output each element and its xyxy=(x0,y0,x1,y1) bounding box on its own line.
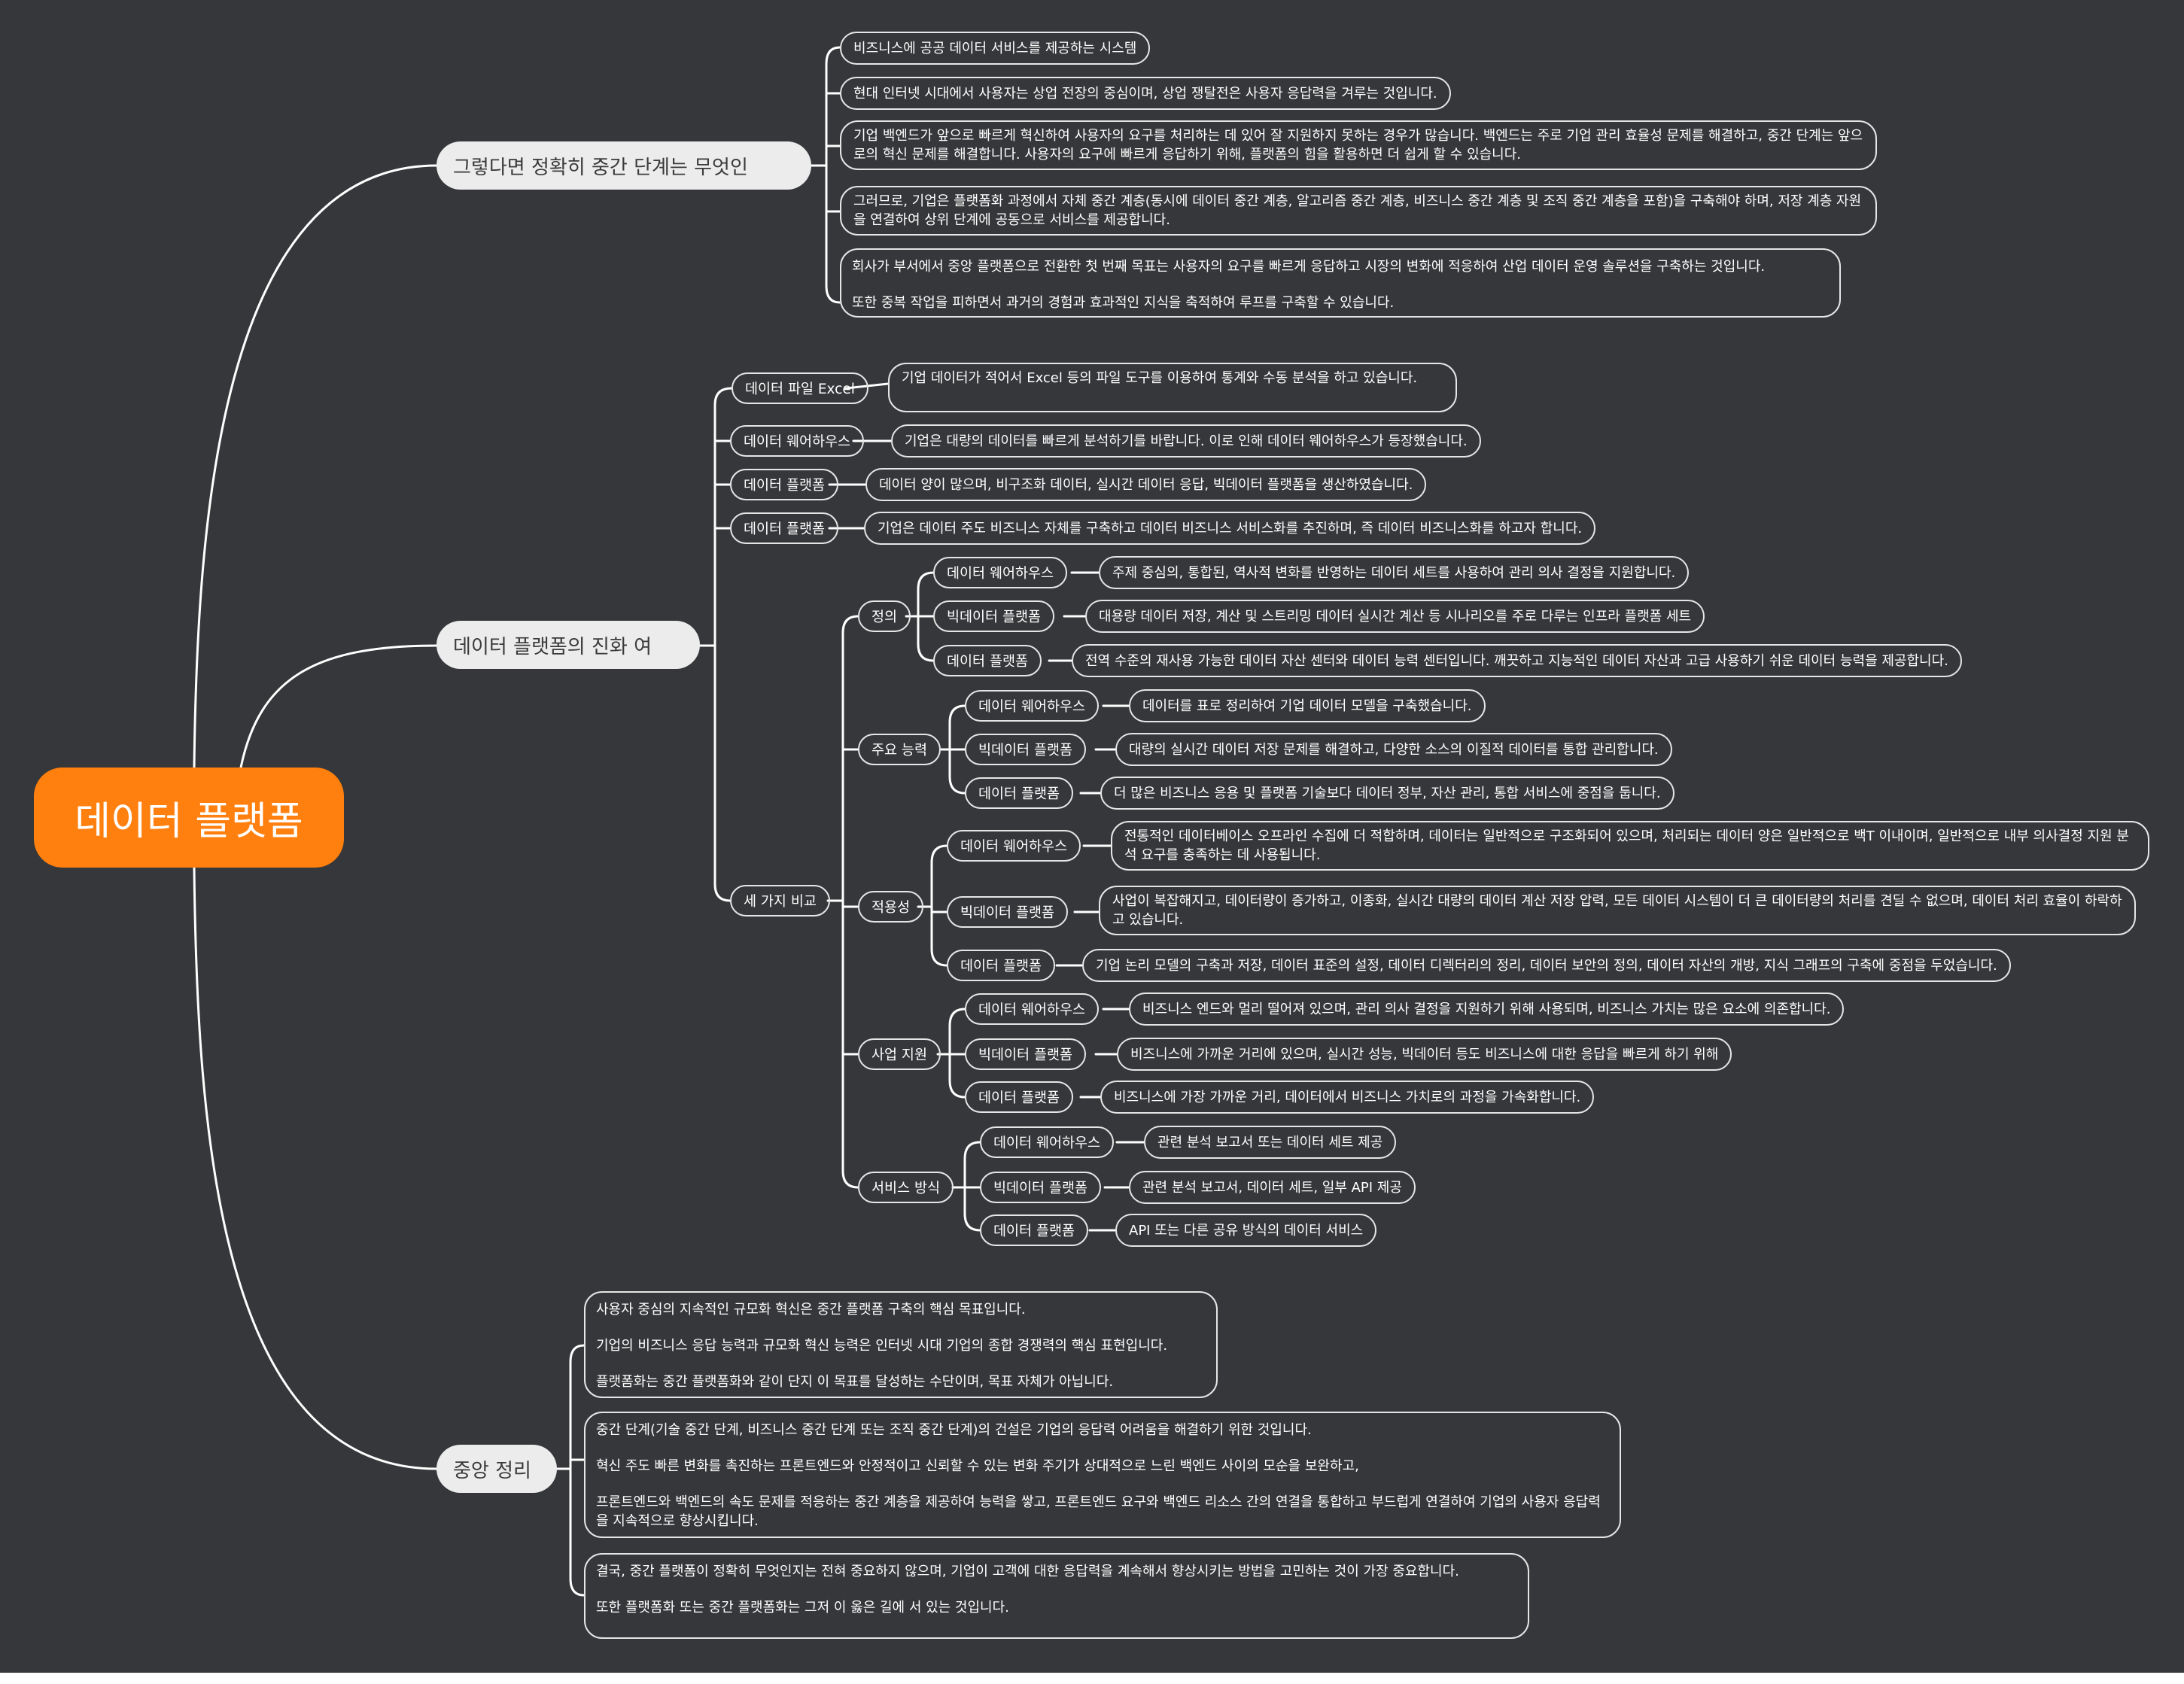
applicability-bigdata-desc[interactable]: 사업이 복잡해지고, 데이터량이 증가하고, 이종화, 실시간 대량의 데이터 … xyxy=(1099,886,2136,935)
middle-stage-item-4[interactable]: 그러므로, 기업은 플랫폼화 과정에서 자체 중간 계층(동시에 데이터 중간 … xyxy=(840,186,1877,236)
business-platform-desc[interactable]: 비즈니스에 가장 가까운 거리, 데이터에서 비즈니스 가치로의 과정을 가속화… xyxy=(1100,1081,1595,1114)
summary-block-1-line-3: 플랫폼화는 중간 플랫폼화와 같이 단지 이 목표를 달성하는 수단이며, 목표… xyxy=(596,1374,1114,1390)
stage-platform-1[interactable]: 데이터 플랫폼 xyxy=(730,469,839,500)
stage-excel[interactable]: 데이터 파일 Excel xyxy=(732,372,868,404)
middle-stage-item-2[interactable]: 현대 인터넷 시대에서 사용자는 상업 전장의 중심이며, 상업 쟁탈전은 사용… xyxy=(840,77,1451,110)
middle-stage-item-5-p2: 또한 중복 작업을 피하면서 과거의 경험과 효과적인 지식을 축적하여 루프를… xyxy=(852,295,1395,311)
capability-bigdata-desc[interactable]: 대량의 실시간 데이터 저장 문제를 해결하고, 다양한 소스의 이질적 데이터… xyxy=(1115,733,1672,766)
capability-warehouse[interactable]: 데이터 웨어하우스 xyxy=(965,690,1100,722)
applicability-warehouse-desc[interactable]: 전통적인 데이터베이스 오프라인 수집에 더 적합하며, 데이터는 일반적으로 … xyxy=(1111,821,2149,871)
business-bigdata-desc[interactable]: 비즈니스에 가까운 거리에 있으며, 실시간 성능, 빅데이터 등도 비즈니스에… xyxy=(1117,1038,1732,1071)
service-warehouse-desc[interactable]: 관련 분석 보고서 또는 데이터 세트 제공 xyxy=(1144,1126,1397,1159)
business-warehouse[interactable]: 데이터 웨어하우스 xyxy=(965,993,1100,1025)
compare-business[interactable]: 사업 지원 xyxy=(858,1038,941,1070)
summary-block-1-line-2: 기업의 비즈니스 응답 능력과 규모화 혁신 능력은 인터넷 시대 기업의 종합… xyxy=(596,1338,1168,1354)
compare-node[interactable]: 세 가지 비교 xyxy=(730,885,830,916)
summary-block-3-line-1: 결국, 중간 플랫폼이 정확히 무엇인지는 전혀 중요하지 않으며, 기업이 고… xyxy=(596,1564,1459,1579)
stage-platform-1-desc[interactable]: 데이터 양이 많으며, 비구조화 데이터, 실시간 데이터 응답, 빅데이터 플… xyxy=(865,468,1427,501)
branch-summary[interactable]: 중앙 정리 xyxy=(436,1445,557,1493)
stage-excel-desc[interactable]: 기업 데이터가 적어서 Excel 등의 파일 도구를 이용하여 통계와 수동 … xyxy=(888,363,1457,412)
middle-stage-item-5[interactable]: 회사가 부서에서 중앙 플랫폼으로 전환한 첫 번째 목표는 사용자의 요구를 … xyxy=(840,248,1841,318)
service-platform[interactable]: 데이터 플랫폼 xyxy=(980,1214,1089,1246)
capability-bigdata[interactable]: 빅데이터 플랫폼 xyxy=(965,734,1087,765)
middle-stage-item-3[interactable]: 기업 백엔드가 앞으로 빠르게 혁신하여 사용자의 요구를 처리하는 데 있어 … xyxy=(840,120,1877,170)
branch-middle-stage[interactable]: 그렇다면 정확히 중간 단계는 무엇인 xyxy=(436,141,811,190)
definition-bigdata-desc[interactable]: 대용량 데이터 저장, 계산 및 스트리밍 데이터 실시간 계산 등 시나리오를… xyxy=(1085,600,1705,633)
middle-stage-item-5-p1: 회사가 부서에서 중앙 플랫폼으로 전환한 첫 번째 목표는 사용자의 요구를 … xyxy=(852,259,1766,275)
branch-evolution[interactable]: 데이터 플랫폼의 진화 여 xyxy=(436,621,700,669)
summary-block-1[interactable]: 사용자 중심의 지속적인 규모화 혁신은 중간 플랫폼 구축의 핵심 목표입니다… xyxy=(584,1291,1218,1398)
business-platform[interactable]: 데이터 플랫폼 xyxy=(965,1081,1074,1113)
summary-block-3[interactable]: 결국, 중간 플랫폼이 정확히 무엇인지는 전혀 중요하지 않으며, 기업이 고… xyxy=(584,1553,1529,1639)
summary-block-2-line-2: 혁신 주도 빠른 변화를 촉진하는 프론트엔드와 안정적이고 신뢰할 수 있는 … xyxy=(596,1458,1359,1474)
root-node[interactable]: 데이터 플랫폼 xyxy=(34,768,344,868)
summary-block-3-line-2: 또한 플랫폼화 또는 중간 플랫폼화는 그저 이 옳은 길에 서 있는 것입니다… xyxy=(596,1600,1009,1616)
definition-warehouse[interactable]: 데이터 웨어하우스 xyxy=(933,557,1068,588)
service-bigdata[interactable]: 빅데이터 플랫폼 xyxy=(980,1172,1102,1203)
middle-stage-item-1[interactable]: 비즈니스에 공공 데이터 서비스를 제공하는 시스템 xyxy=(840,32,1151,65)
stage-platform-2-desc[interactable]: 기업은 데이터 주도 비즈니스 자체를 구축하고 데이터 비즈니스 서비스화를 … xyxy=(864,512,1596,545)
definition-platform-desc[interactable]: 전역 수준의 재사용 가능한 데이터 자산 센터와 데이터 능력 센터입니다. … xyxy=(1072,644,1962,677)
stage-warehouse-desc[interactable]: 기업은 대량의 데이터를 빠르게 분석하기를 바랍니다. 이로 인해 데이터 웨… xyxy=(891,424,1481,457)
service-platform-desc[interactable]: API 또는 다른 공유 방식의 데이터 서비스 xyxy=(1115,1214,1377,1247)
definition-platform[interactable]: 데이터 플랫폼 xyxy=(933,645,1042,676)
summary-block-2-line-3: 프론트엔드와 백엔드의 속도 문제를 적응하는 중간 계층을 제공하여 능력을 … xyxy=(596,1494,1601,1529)
definition-bigdata[interactable]: 빅데이터 플랫폼 xyxy=(933,600,1055,632)
definition-warehouse-desc[interactable]: 주제 중심의, 통합된, 역사적 변화를 반영하는 데이터 세트를 사용하여 관… xyxy=(1099,556,1690,589)
service-bigdata-desc[interactable]: 관련 분석 보고서, 데이터 세트, 일부 API 제공 xyxy=(1129,1171,1416,1204)
applicability-bigdata[interactable]: 빅데이터 플랫폼 xyxy=(947,896,1069,928)
compare-service[interactable]: 서비스 방식 xyxy=(858,1172,954,1203)
capability-platform[interactable]: 데이터 플랫폼 xyxy=(965,777,1074,809)
applicability-warehouse[interactable]: 데이터 웨어하우스 xyxy=(947,830,1081,862)
capability-warehouse-desc[interactable]: 데이터를 표로 정리하여 기업 데이터 모델을 구축했습니다. xyxy=(1129,689,1486,722)
capability-platform-desc[interactable]: 더 많은 비즈니스 응용 및 플랫폼 기술보다 데이터 정부, 자산 관리, 통… xyxy=(1100,777,1675,810)
summary-block-2[interactable]: 중간 단계(기술 중간 단계, 비즈니스 중간 단계 또는 조직 중간 단계)의… xyxy=(584,1412,1621,1538)
compare-applicability[interactable]: 적용성 xyxy=(858,891,924,923)
compare-capability[interactable]: 주요 능력 xyxy=(858,734,941,765)
summary-block-1-line-1: 사용자 중심의 지속적인 규모화 혁신은 중간 플랫폼 구축의 핵심 목표입니다… xyxy=(596,1302,1026,1318)
stage-warehouse[interactable]: 데이터 웨어하우스 xyxy=(730,425,865,457)
business-bigdata[interactable]: 빅데이터 플랫폼 xyxy=(965,1038,1087,1070)
applicability-platform-desc[interactable]: 기업 논리 모델의 구축과 저장, 데이터 표준의 설정, 데이터 디렉터리의 … xyxy=(1082,949,2011,982)
business-warehouse-desc[interactable]: 비즈니스 엔드와 멀리 떨어져 있으며, 관리 의사 결정을 지원하기 위해 사… xyxy=(1129,992,1845,1026)
compare-definition[interactable]: 정의 xyxy=(858,600,911,632)
service-warehouse[interactable]: 데이터 웨어하우스 xyxy=(980,1126,1115,1158)
applicability-platform[interactable]: 데이터 플랫폼 xyxy=(947,950,1056,981)
summary-block-2-line-1: 중간 단계(기술 중간 단계, 비즈니스 중간 단계 또는 조직 중간 단계)의… xyxy=(596,1422,1312,1438)
stage-platform-2[interactable]: 데이터 플랫폼 xyxy=(730,512,839,544)
